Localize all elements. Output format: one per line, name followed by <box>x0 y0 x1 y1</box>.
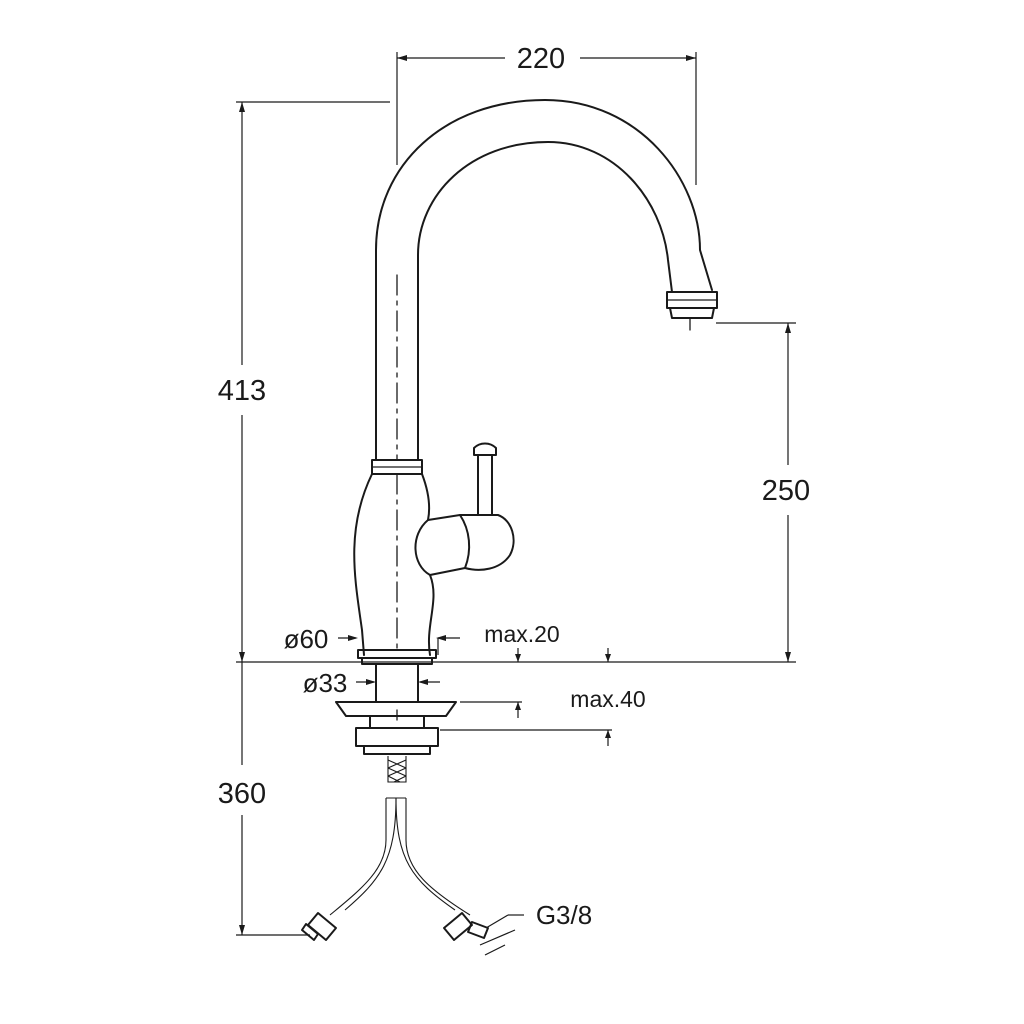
flexible-hoses <box>301 756 489 941</box>
dimension-connection-thread: G3/8 <box>536 900 592 930</box>
dimension-base-diameter: ø60 <box>284 624 329 654</box>
dimension-shank-diameter: ø33 <box>303 668 348 698</box>
dimension-total-height: 413 <box>218 375 266 407</box>
dimension-max-deck: max.20 <box>484 621 559 647</box>
dimension-lines <box>236 52 796 956</box>
dimension-spout-height: 250 <box>762 475 810 507</box>
dimension-max-under: max.40 <box>570 686 645 712</box>
faucet-outline <box>335 99 718 755</box>
dimension-spout-reach: 220 <box>517 43 565 75</box>
dimension-hose-length: 360 <box>218 778 266 810</box>
